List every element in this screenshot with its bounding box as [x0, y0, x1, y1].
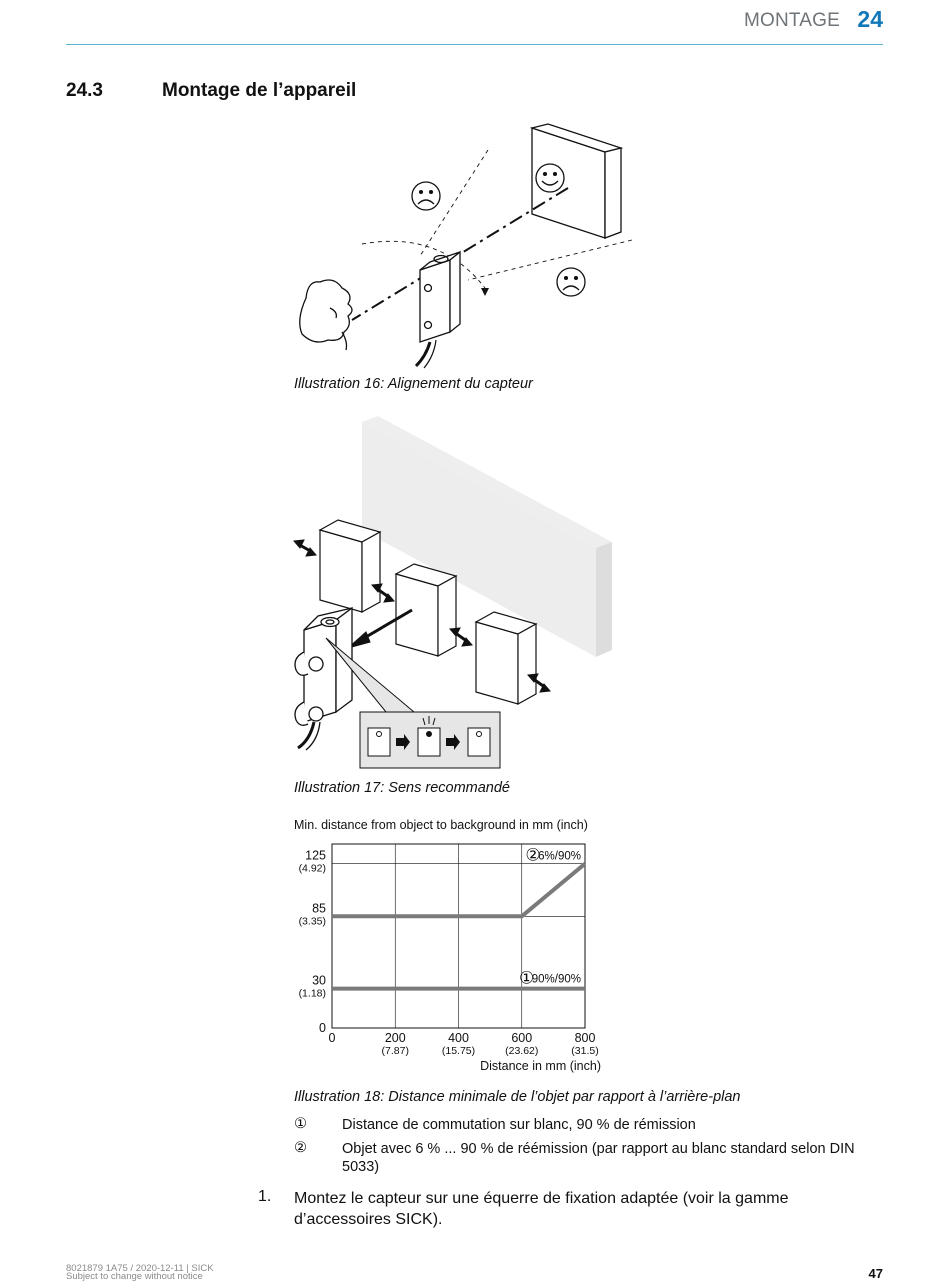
x-tick-label-3: 600: [511, 1031, 532, 1045]
series-marker-1: ①: [519, 969, 534, 988]
illustration-sensor-alignment: [299, 123, 633, 369]
legend-text-1: Distance de commutation sur blanc, 90 % …: [342, 1117, 696, 1133]
footer-notice: Subject to change without notice: [66, 1271, 203, 1282]
illustration-recommended-direction: [292, 416, 612, 769]
series-line-2: [332, 862, 587, 919]
y-tick-label-0: 0: [319, 1021, 326, 1035]
figure-18-caption: Illustration 18: Distance minimale de l’…: [294, 1089, 741, 1105]
series-label-1: 90%/90%: [532, 974, 581, 986]
min-distance-chart: Min. distance from object to background …: [294, 818, 601, 1073]
figure-16-caption: Illustration 16: Alignement du capteur: [294, 376, 533, 392]
header-divider: [66, 44, 883, 45]
legend-text-2: Objet avec 6 % ... 90 % de réémission (p…: [342, 1141, 855, 1175]
section-title: Montage de l’appareil: [162, 80, 357, 101]
x-tick-label-2: 400: [448, 1031, 469, 1045]
legend-symbol-1: ①: [294, 1116, 307, 1132]
y-tick-label-2: 85: [312, 901, 326, 915]
y-tick-sublabel-3: (4.92): [299, 863, 326, 875]
x-tick-label-0: 0: [329, 1031, 336, 1045]
legend-symbol-2: ②: [294, 1140, 307, 1156]
y-tick-sublabel-2: (3.35): [299, 915, 326, 927]
page-number: 47: [868, 1266, 883, 1281]
figure-17-caption: Illustration 17: Sens recommandé: [294, 780, 510, 796]
header-section-title: MONTAGE: [743, 10, 840, 31]
section-number: 24.3: [66, 80, 103, 101]
step-text-1: Montez le capteur sur une équerre de fix…: [294, 1190, 789, 1228]
x-axis-label: Distance in mm (inch): [480, 1059, 601, 1073]
x-tick-sublabel-2: (15.75): [442, 1045, 475, 1057]
y-tick-label-1: 30: [312, 974, 326, 988]
footer-doc-ref: 8021879 1A75 / 2020-12-11 | SICK: [66, 1263, 214, 1274]
x-tick-sublabel-4: (31.5): [571, 1045, 598, 1057]
chart-title: Min. distance from object to background …: [294, 818, 588, 832]
y-tick-sublabel-1: (1.18): [299, 988, 326, 1000]
y-tick-label-3: 125: [305, 849, 326, 863]
x-tick-sublabel-3: (23.62): [505, 1045, 538, 1057]
step-number-1: 1.: [258, 1188, 272, 1205]
x-tick-label-4: 800: [575, 1031, 596, 1045]
header-chapter-number: 24: [857, 6, 883, 32]
series-marker-2: ②: [525, 846, 540, 865]
x-tick-label-1: 200: [385, 1031, 406, 1045]
series-label-2: 6%/90%: [538, 851, 581, 863]
x-tick-sublabel-1: (7.87): [382, 1045, 409, 1057]
